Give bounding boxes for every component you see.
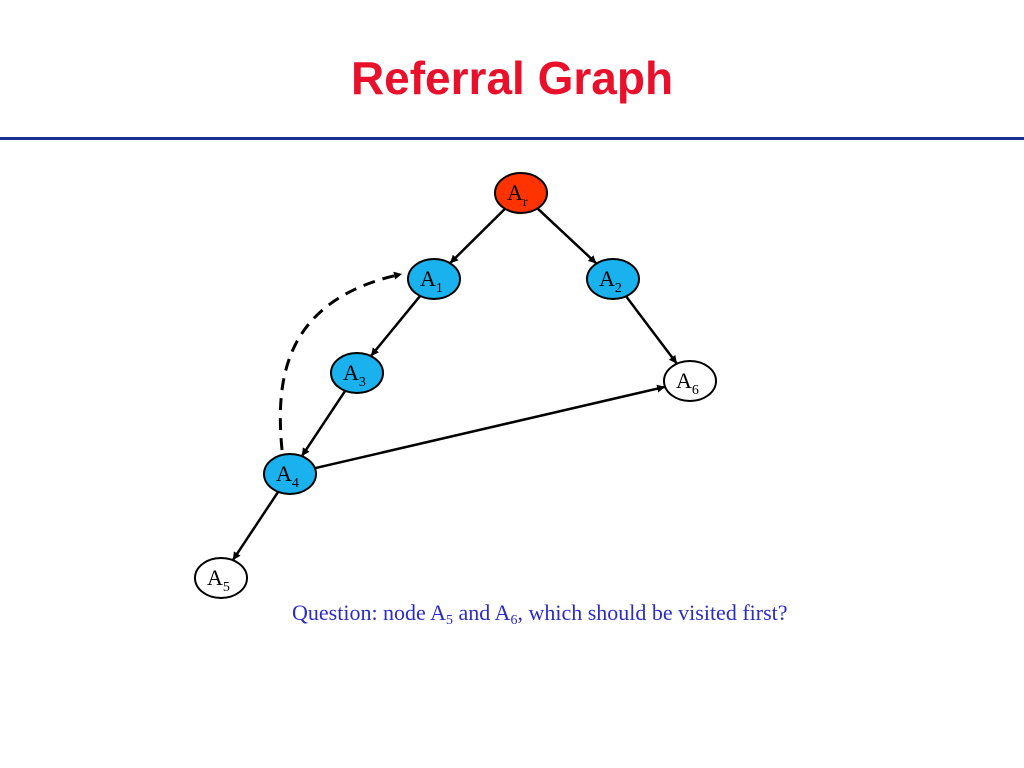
node-ar-base: A (507, 180, 523, 205)
node-a3-base: A (343, 360, 359, 385)
node-a6[interactable]: A6 (663, 360, 717, 402)
edge-ar-a2 (536, 207, 598, 265)
node-a5-label: A5 (207, 565, 230, 595)
node-a2-base: A (599, 266, 615, 291)
node-a1[interactable]: A1 (407, 258, 461, 300)
node-ar[interactable]: Ar (494, 172, 548, 214)
title-divider (0, 137, 1024, 140)
question-sub2: 6 (510, 613, 518, 628)
node-a2[interactable]: A2 (586, 258, 640, 300)
question-part1: Question: node A (292, 600, 446, 625)
node-a1-sub: 1 (436, 281, 443, 296)
node-a1-label: A1 (420, 266, 443, 296)
edge-a4-a6 (314, 384, 666, 470)
question-sub1: 5 (446, 613, 453, 628)
edge-ar-a1 (449, 207, 506, 265)
question-part3: , which should be visited first? (517, 600, 788, 625)
node-a5[interactable]: A5 (194, 557, 248, 599)
edges-layer (231, 207, 678, 561)
question-part2: and A (453, 600, 511, 625)
edge-a3-a4 (300, 390, 347, 457)
edge-a4-a5 (231, 491, 280, 561)
node-a2-label: A2 (599, 266, 622, 296)
node-a2-sub: 2 (615, 281, 622, 296)
node-a3-label: A3 (343, 360, 366, 390)
node-a4-base: A (276, 461, 292, 486)
question-text: Question: node A5 and A6, which should b… (292, 598, 788, 628)
node-a6-label: A6 (676, 368, 699, 398)
node-a5-sub: 5 (223, 580, 230, 595)
edge-a2-a6 (625, 295, 678, 365)
edge-a1-a3 (369, 295, 422, 357)
node-a5-base: A (207, 565, 223, 590)
edge-a4-a1-dashed (278, 271, 403, 451)
node-a3-sub: 3 (359, 375, 366, 390)
node-ar-sub: r (523, 195, 528, 210)
node-a4-sub: 4 (292, 476, 299, 491)
node-a4[interactable]: A4 (263, 453, 317, 495)
slide-title: Referral Graph (350, 52, 674, 104)
nodes-layer: Ar A1 A2 A3 A4 (194, 172, 717, 599)
node-a4-label: A4 (276, 461, 299, 491)
node-a6-base: A (676, 368, 692, 393)
node-a6-sub: 6 (692, 383, 699, 398)
node-a3[interactable]: A3 (330, 352, 384, 394)
node-a1-base: A (420, 266, 436, 291)
node-ar-label: Ar (507, 180, 528, 210)
